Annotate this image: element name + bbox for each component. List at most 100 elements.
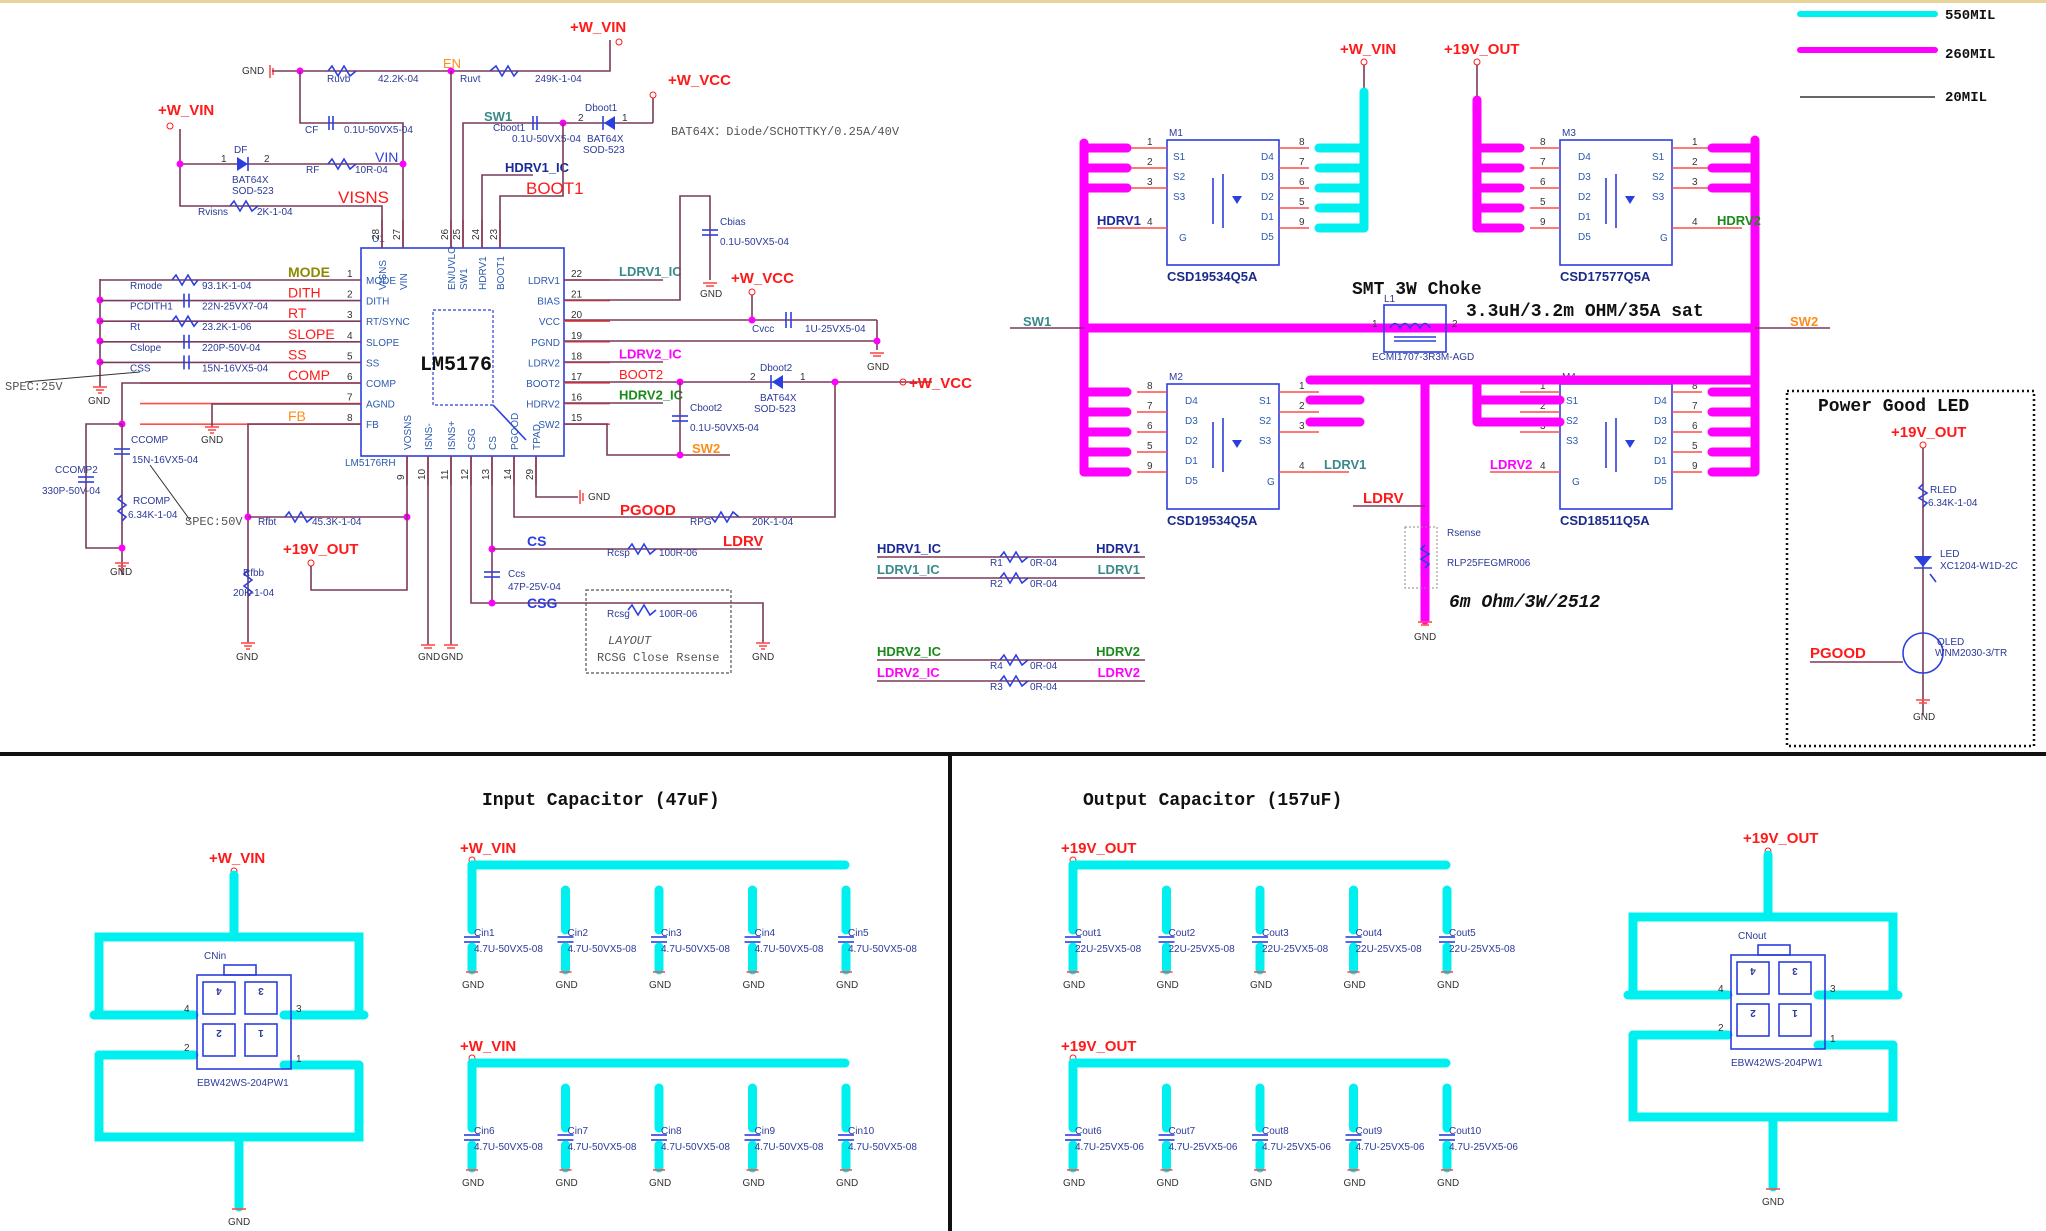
gnd-label-top: GND bbox=[242, 66, 264, 77]
gnd-label-cbias: GND bbox=[700, 289, 722, 300]
cin1-gnd-label: GND bbox=[462, 980, 484, 991]
cout2-value: 22U-25VX5-08 bbox=[1169, 944, 1236, 955]
cvcc-capacitor[interactable] bbox=[785, 312, 792, 328]
ruvb-resistor[interactable] bbox=[327, 64, 357, 78]
cin5-value: 4.7U-50VX5-08 bbox=[848, 944, 917, 955]
cbias-capacitor[interactable] bbox=[702, 229, 718, 236]
m2-label-s2: S2 bbox=[1259, 416, 1272, 427]
r3-value: 0R-04 bbox=[1030, 682, 1058, 693]
led-diode[interactable] bbox=[1914, 556, 1937, 583]
m4-pin-num-9: 9 bbox=[1692, 461, 1698, 472]
cin-row2-net-label: +W_VIN bbox=[460, 1038, 516, 1055]
controller-section: U1 LM5176 LM5176RH 1MODEMODE2DITHDITH3RT… bbox=[5, 19, 1145, 693]
u1-pin-5-num: 5 bbox=[347, 351, 353, 362]
cnin-cavity-label-1: 1 bbox=[258, 1027, 264, 1038]
dboot1-diode[interactable] bbox=[602, 116, 615, 130]
u1-pin-25-name: SW1 bbox=[459, 268, 470, 290]
m2-body[interactable] bbox=[1166, 383, 1280, 510]
cnin-pin-num-3: 3 bbox=[296, 1004, 302, 1015]
cnout-cavity-3 bbox=[1778, 961, 1812, 995]
net-sw2-u1: SW2 bbox=[692, 441, 720, 456]
gate-net-hdrv1: HDRV1 bbox=[1096, 541, 1140, 556]
gnd-label-csg: GND bbox=[752, 652, 774, 663]
u1-pin-15-name: SW2 bbox=[538, 420, 560, 431]
r4-resistor[interactable] bbox=[999, 653, 1029, 667]
m4-pin-num-6: 6 bbox=[1692, 421, 1698, 432]
m2-pin-num-4: 4 bbox=[1299, 461, 1305, 472]
rpg-resistor[interactable] bbox=[710, 510, 740, 524]
ruvt-value: 249K-1-04 bbox=[535, 74, 582, 85]
rfbb-resistor[interactable] bbox=[242, 569, 254, 597]
rf-resistor[interactable] bbox=[327, 157, 357, 171]
u1-pin-25-num: 25 bbox=[452, 228, 463, 240]
u1-pin-20-name: VCC bbox=[539, 317, 560, 328]
rfbb-ref: Rfbb bbox=[243, 568, 265, 579]
cout-row2-net-label: +19V_OUT bbox=[1061, 1038, 1136, 1055]
m1-body[interactable] bbox=[1166, 139, 1280, 266]
cin5-ref: Cin5 bbox=[848, 928, 869, 939]
gnd-label-tpad: GND bbox=[588, 492, 610, 503]
port-w-vin-top bbox=[615, 38, 623, 46]
rcsp-resistor[interactable] bbox=[627, 542, 657, 556]
rf-ref: RF bbox=[306, 165, 319, 176]
rled-resistor[interactable] bbox=[1917, 483, 1929, 508]
gnd-label-led: GND bbox=[1913, 712, 1935, 723]
cin1-ref: Cin1 bbox=[474, 928, 495, 939]
cboot2-capacitor[interactable] bbox=[672, 415, 688, 422]
r3-resistor[interactable] bbox=[999, 674, 1029, 688]
cout-row1-net-label: +19V_OUT bbox=[1061, 840, 1136, 857]
u1-pin-4-num: 4 bbox=[347, 331, 353, 342]
u1-pin-7-name: AGND bbox=[366, 400, 395, 411]
m1-label-d3: D3 bbox=[1261, 172, 1274, 183]
rcomp-resistor[interactable] bbox=[116, 494, 128, 522]
m4-body-diode bbox=[1625, 440, 1635, 448]
l1-coil bbox=[1389, 322, 1431, 330]
ruvt-resistor[interactable] bbox=[489, 64, 519, 78]
cf-value: 0.1U-50VX5-04 bbox=[344, 125, 413, 136]
cin7-value: 4.7U-50VX5-08 bbox=[568, 1142, 637, 1153]
r2-resistor[interactable] bbox=[999, 571, 1029, 585]
legend-label-20: 20MIL bbox=[1945, 90, 1987, 106]
net-ldrv1-ic-u1: LDRV1_IC bbox=[619, 264, 682, 279]
gate-net-ldrv2-ic: LDRV2_IC bbox=[877, 665, 940, 680]
dboot2-diode[interactable] bbox=[770, 375, 783, 389]
r1-resistor[interactable] bbox=[999, 550, 1029, 564]
m4-part: CSD18511Q5A bbox=[1560, 513, 1650, 528]
rvisns-resistor[interactable] bbox=[229, 199, 259, 213]
rmode-resistor[interactable] bbox=[171, 273, 199, 287]
cboot2-ref: Cboot2 bbox=[690, 403, 723, 414]
m3-label-s1: S1 bbox=[1652, 152, 1665, 163]
ccomp2-capacitor[interactable] bbox=[78, 476, 94, 483]
note-spec50: SPEC:50V bbox=[185, 515, 243, 529]
cout4-ref: Cout4 bbox=[1356, 928, 1383, 939]
u1-right-pins: 22LDRV1LDRV1_IC21BIAS20VCC19PGND18LDRV2L… bbox=[526, 264, 684, 431]
net-ldrv2-ic-u1: LDRV2_IC bbox=[619, 346, 682, 361]
qled-mosfet[interactable] bbox=[1902, 632, 1944, 674]
u1-pin-1-num: 1 bbox=[347, 269, 353, 280]
gnd-label-isns2: GND bbox=[441, 652, 463, 663]
cnin-cavity-3 bbox=[244, 981, 278, 1015]
gnd-symbol-rsense bbox=[1418, 621, 1432, 626]
gnd-symbol-tpad bbox=[579, 490, 584, 504]
m3-body[interactable] bbox=[1559, 139, 1673, 266]
l1-ref: L1 bbox=[1384, 294, 1396, 305]
cboot2-value: 0.1U-50VX5-04 bbox=[690, 423, 759, 434]
rt-resistor[interactable] bbox=[171, 314, 199, 328]
cf-capacitor[interactable] bbox=[328, 116, 334, 130]
svg-text:1: 1 bbox=[800, 372, 806, 383]
net-boot2-u1: BOOT2 bbox=[619, 367, 663, 382]
l1-body[interactable] bbox=[1383, 304, 1447, 353]
rcsg-resistor[interactable] bbox=[627, 603, 657, 617]
rfbt-resistor[interactable] bbox=[284, 510, 314, 524]
cin6-gnd-label: GND bbox=[462, 1178, 484, 1189]
ccs-capacitor[interactable] bbox=[484, 571, 500, 578]
rsense-resistor[interactable] bbox=[1419, 544, 1431, 569]
m2-pin-num-5: 5 bbox=[1147, 441, 1153, 452]
cboot1-capacitor[interactable] bbox=[532, 116, 538, 130]
u1-part: LM5176RH bbox=[345, 458, 396, 469]
u1-pin-19-name: PGND bbox=[531, 338, 560, 349]
ccomp-capacitor[interactable] bbox=[114, 448, 130, 455]
df-diode[interactable] bbox=[237, 157, 249, 171]
ccomp-ref: CCOMP bbox=[131, 435, 169, 446]
cout3-value: 22U-25VX5-08 bbox=[1262, 944, 1329, 955]
